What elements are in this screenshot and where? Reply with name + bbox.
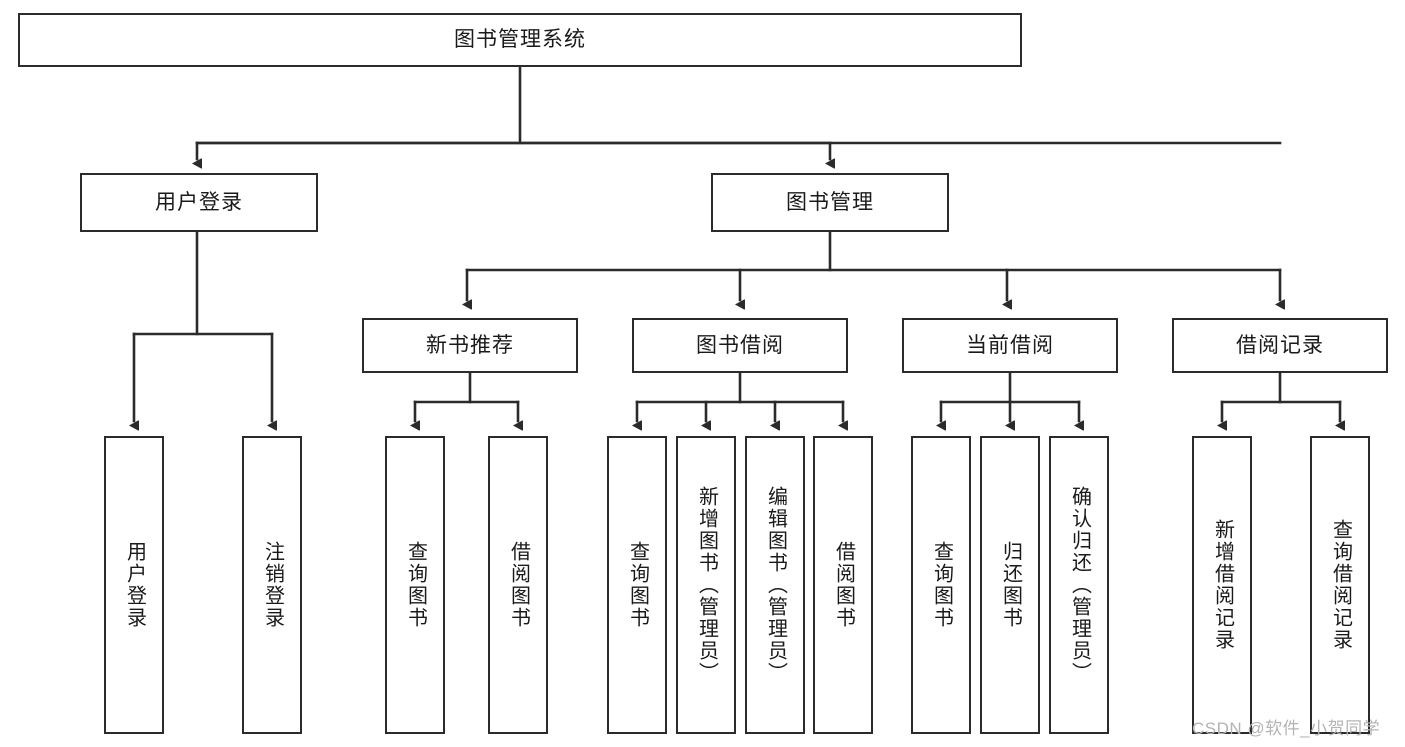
node-new-book-recommend[interactable]: 新书推荐 [362,318,578,373]
leaf-book-borrow-borrow-book[interactable]: 借阅图书 [813,436,873,734]
node-label: 新书推荐 [426,333,514,357]
leaf-book-borrow-edit-book-admin[interactable]: 编辑图书（管理员） [745,436,805,734]
leaf-user-login-login[interactable]: 用户登录 [104,436,164,734]
leaf-current-borrow-confirm-return-admin[interactable]: 确认归还（管理员） [1049,436,1109,734]
leaf-book-borrow-add-book-admin[interactable]: 新增图书（管理员） [676,436,736,734]
node-borrow-record[interactable]: 借阅记录 [1172,318,1388,373]
node-label: 图书管理 [786,190,874,214]
leaf-borrow-record-query-record[interactable]: 查询借阅记录 [1310,436,1370,734]
node-label: 确认归还（管理员） [1068,486,1091,684]
node-label: 用户登录 [123,541,146,629]
node-book-management[interactable]: 图书管理 [711,173,949,232]
node-label: 新增图书（管理员） [695,486,718,684]
node-label: 借阅记录 [1236,333,1324,357]
node-label: 注销登录 [261,541,284,629]
node-label: 新增借阅记录 [1211,519,1234,651]
csdn-watermark: CSDN @软件_小贺同学 [1192,719,1381,738]
node-label: 查询图书 [404,541,427,629]
leaf-borrow-record-add-record[interactable]: 新增借阅记录 [1192,436,1252,734]
leaf-new-book-query-book[interactable]: 查询图书 [385,436,445,734]
node-label: 归还图书 [999,541,1022,629]
node-book-borrow[interactable]: 图书借阅 [632,318,848,373]
node-label: 查询借阅记录 [1329,519,1352,651]
node-label: 图书管理系统 [454,28,586,52]
node-user-login[interactable]: 用户登录 [80,173,318,232]
leaf-current-borrow-return-book[interactable]: 归还图书 [980,436,1040,734]
node-label: 图书借阅 [696,333,784,357]
node-label: 查询图书 [626,541,649,629]
node-label: 当前借阅 [966,333,1054,357]
node-current-borrow[interactable]: 当前借阅 [902,318,1118,373]
node-root-book-management-system[interactable]: 图书管理系统 [18,13,1022,67]
node-label: 借阅图书 [832,541,855,629]
node-label: 用户登录 [155,190,243,214]
node-label: 查询图书 [930,541,953,629]
node-label: 借阅图书 [507,541,530,629]
leaf-book-borrow-query-book[interactable]: 查询图书 [607,436,667,734]
leaf-current-borrow-query-book[interactable]: 查询图书 [911,436,971,734]
leaf-new-book-borrow-book[interactable]: 借阅图书 [488,436,548,734]
node-label: 编辑图书（管理员） [764,486,787,684]
leaf-user-login-logout[interactable]: 注销登录 [242,436,302,734]
